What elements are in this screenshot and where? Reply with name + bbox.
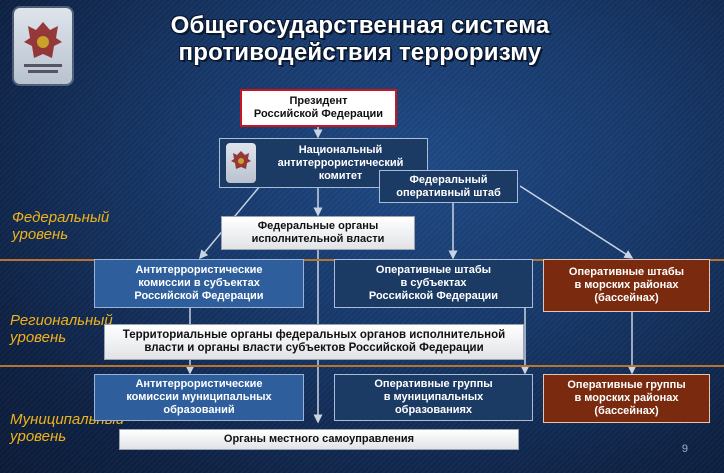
os-subjects-box: Оперативные штабы в субъектах Российской… <box>334 259 533 308</box>
atk-subjects-box: Антитеррористические комиссии в субъекта… <box>94 259 304 308</box>
regional-municipal-divider <box>0 365 724 367</box>
slide-title-line-2: противодействия терроризму <box>178 39 542 66</box>
territorial-bodies-box: Территориальные органы федеральных орган… <box>104 324 524 360</box>
atk-municipal-box: Антитеррористические комиссии муниципаль… <box>94 374 304 421</box>
og-municipal-box: Оперативные группы в муниципальных образ… <box>334 374 533 421</box>
fos-box: Федеральный оперативный штаб <box>379 170 518 203</box>
page-number: 9 <box>681 443 688 455</box>
regional-level-label: Региональный уровень <box>10 312 113 346</box>
slide-title-line-1: Общегосударственная система <box>170 12 550 39</box>
emblem-icon <box>14 8 72 84</box>
local-government-box: Органы местного самоуправления <box>119 429 519 450</box>
foiv-box: Федеральные органы исполнительной власти <box>221 216 415 250</box>
os-sea-box: Оперативные штабы в морских районах (бас… <box>543 259 710 312</box>
emblem-small-icon <box>226 143 256 183</box>
og-sea-box: Оперативные группы в морских районах (ба… <box>543 374 710 423</box>
federal-level-label: Федеральный уровень <box>12 209 110 243</box>
president-box: Президент Российской Федерации <box>240 89 397 127</box>
